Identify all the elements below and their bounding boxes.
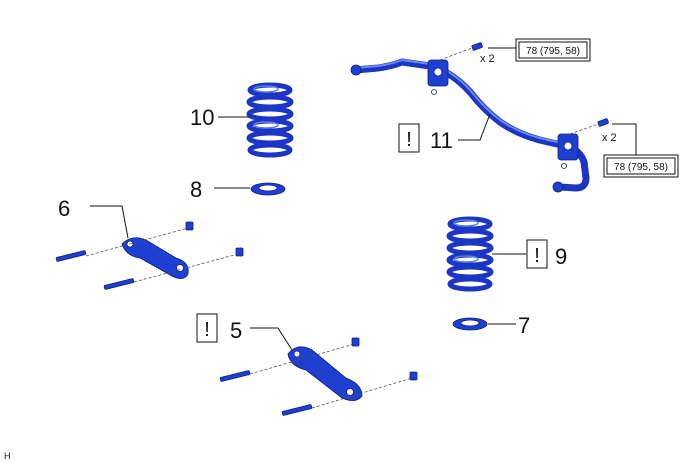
stabilizer-bolt-right [569, 118, 609, 135]
torque-box-top: 78 (795, 58) [515, 38, 591, 62]
warning-box-5 [196, 313, 218, 343]
callout-number-10: 10 [190, 105, 214, 130]
callout-9: ! 9 [492, 239, 567, 269]
warning-icon: ! [534, 245, 540, 267]
bolts-arm-5 [219, 337, 418, 416]
callout-5: ! 5 [196, 313, 293, 351]
callout-number-5: 5 [230, 318, 242, 343]
illustration-code: H [4, 451, 11, 461]
warning-box-11 [398, 123, 420, 153]
callout-11: ! 11 [398, 113, 491, 153]
stabilizer-bolt-top [439, 42, 483, 61]
spring-seat-front [250, 182, 286, 196]
coil-spring-rear [446, 216, 494, 292]
warning-icon: ! [204, 319, 210, 341]
torque-box-right: 78 (795, 58) [603, 154, 679, 178]
callout-number-7: 7 [518, 313, 530, 338]
callout-number-8: 8 [190, 177, 202, 202]
lower-arm-5 [287, 346, 363, 401]
callout-number-11: 11 [430, 128, 453, 153]
torque-value-top: 78 (795, 58) [526, 46, 580, 57]
spring-seat-rear [452, 317, 488, 331]
bolts-arm-6 [55, 221, 244, 290]
torque-value-right: 78 (795, 58) [614, 162, 668, 173]
coil-spring-front [246, 82, 294, 158]
stabilizer-bar [350, 58, 590, 193]
quantity-label-top: x 2 [480, 53, 495, 65]
warning-icon: ! [406, 129, 412, 151]
callout-number-6: 6 [58, 196, 70, 221]
callout-number-9: 9 [555, 244, 567, 269]
quantity-label-right: x 2 [602, 132, 617, 144]
lower-arm-6 [121, 237, 189, 279]
warning-box-9 [526, 239, 548, 269]
